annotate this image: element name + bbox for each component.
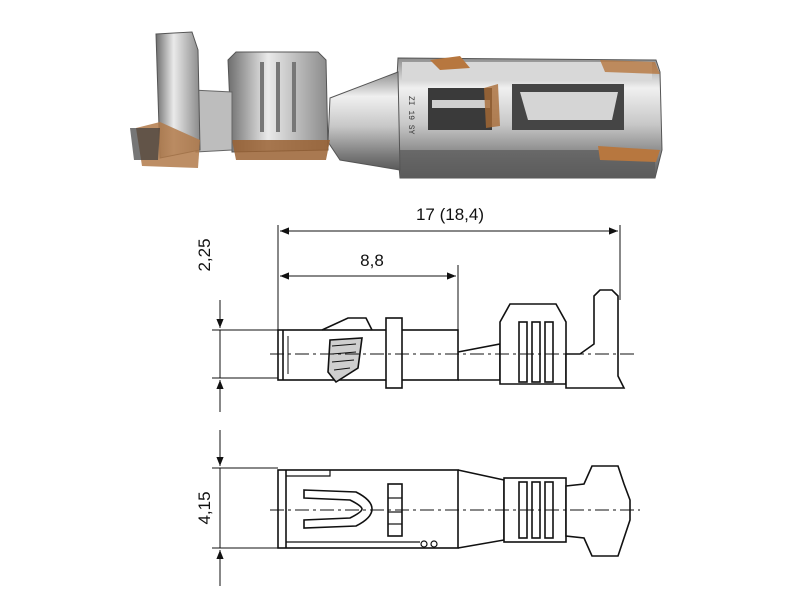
copper-edge-corner <box>600 60 660 74</box>
top-dimple-a <box>420 540 428 548</box>
receptacle-bottom-shadow <box>400 150 655 178</box>
side-locking-tab <box>385 317 403 389</box>
transition-neck <box>327 71 401 171</box>
side-receptacle-body <box>277 329 459 381</box>
side-spring-hatching <box>331 343 357 371</box>
dim-side-height-label: 2,25 <box>195 238 214 271</box>
side-spring-hatch <box>327 337 363 384</box>
terminal-photo: ZI 19 SY <box>130 31 663 179</box>
spring-window-left <box>428 88 492 130</box>
top-insulation-crimp <box>565 465 631 557</box>
insulation-crimp-shadow <box>130 128 160 160</box>
photo-marking-text: ZI 19 SY <box>406 96 415 135</box>
side-transition <box>457 343 501 381</box>
copper-edge-mid <box>484 84 500 128</box>
crimp-serrations <box>260 62 296 132</box>
side-spring-top <box>321 317 373 331</box>
copper-edge-top <box>430 56 470 70</box>
top-dimple-b <box>430 540 438 548</box>
copper-edge-bottom <box>598 146 660 162</box>
dim-overall-label: 17 (18,4) <box>416 205 484 224</box>
dim-partial-label: 8,8 <box>360 251 384 270</box>
top-spring-contact <box>303 489 373 529</box>
top-receptacle-body <box>277 469 459 549</box>
spring-tab-left <box>432 100 490 108</box>
crimp-copper-base <box>232 140 330 160</box>
dimension-lines <box>212 225 621 586</box>
top-transition <box>457 469 505 549</box>
top-view <box>270 465 640 557</box>
side-view <box>270 289 634 389</box>
side-crimp-slots <box>518 321 554 383</box>
dim-top-width-label: 4,15 <box>195 491 214 524</box>
side-insulation-crimp <box>565 289 626 389</box>
top-receptacle-rim <box>286 470 331 477</box>
side-conductor-crimp <box>499 303 567 385</box>
spring-tab-right <box>520 92 618 120</box>
